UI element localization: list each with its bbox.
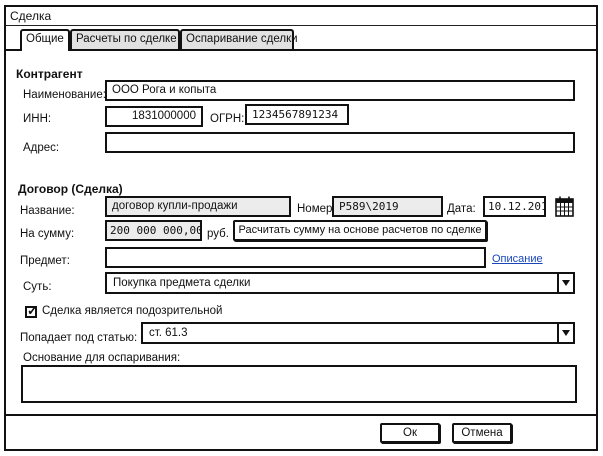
contract-number-field[interactable]: Р589\2019 bbox=[332, 196, 443, 217]
dispute-basis-textarea[interactable] bbox=[21, 365, 577, 403]
contract-sum-label: На сумму: bbox=[20, 228, 75, 240]
address-field[interactable] bbox=[105, 132, 575, 153]
contract-sum-field[interactable]: 200 000 000,00 bbox=[105, 220, 202, 241]
description-link[interactable]: Описание bbox=[492, 253, 543, 265]
contract-name-field[interactable]: договор купли-продажи bbox=[105, 196, 291, 217]
article-select[interactable]: ст. 61.3 bbox=[141, 322, 575, 344]
address-label: Адрес: bbox=[23, 142, 60, 154]
contract-essence-select[interactable]: Покупка предмета сделки bbox=[105, 272, 575, 294]
contract-date-field[interactable]: 10.12.2019 bbox=[483, 196, 546, 217]
calendar-icon[interactable] bbox=[555, 196, 574, 217]
suspicious-label: Сделка является подозрительной bbox=[42, 305, 223, 317]
title-divider bbox=[6, 25, 596, 26]
deal-dialog: Сделка Общие Расчеты по сделке Оспариван… bbox=[4, 5, 598, 451]
inn-label: ИНН: bbox=[23, 113, 52, 125]
article-label: Попадает под статью: bbox=[20, 332, 138, 344]
counterparty-name-field[interactable]: ООО Рога и копыта bbox=[105, 80, 575, 101]
contract-essence-label: Суть: bbox=[23, 281, 52, 293]
ogrn-field[interactable]: 1234567891234 bbox=[245, 104, 349, 125]
ogrn-label: ОГРН: bbox=[210, 113, 245, 125]
ok-button[interactable]: Ок bbox=[380, 423, 440, 443]
counterparty-name-label: Наименование: bbox=[23, 89, 106, 101]
contract-date-label: Дата: bbox=[447, 203, 476, 215]
tab-general[interactable]: Общие bbox=[20, 29, 70, 51]
contract-name-label: Название: bbox=[20, 205, 75, 217]
cancel-button[interactable]: Отмена bbox=[452, 423, 512, 443]
checkmark-icon: ✓ bbox=[27, 303, 38, 318]
window-title: Сделка bbox=[10, 9, 52, 23]
counterparty-section-title: Контрагент bbox=[16, 67, 83, 81]
footer-divider bbox=[6, 414, 596, 416]
currency-label: руб. bbox=[207, 228, 229, 240]
tab-deal-payments[interactable]: Расчеты по сделке bbox=[70, 29, 180, 49]
tab-strip-divider bbox=[6, 49, 596, 51]
inn-field[interactable]: 1831000000 bbox=[105, 106, 203, 127]
tab-deal-dispute[interactable]: Оспаривание сделки bbox=[180, 29, 298, 49]
contract-subject-label: Предмет: bbox=[20, 255, 70, 267]
contract-number-label: Номер: bbox=[297, 203, 336, 215]
contract-essence-value: Покупка предмета сделки bbox=[113, 277, 251, 289]
contract-section-title: Договор (Сделка) bbox=[18, 182, 123, 196]
contract-subject-field[interactable] bbox=[105, 247, 486, 268]
calculate-sum-button[interactable]: Расчитать сумму на основе расчетов по сд… bbox=[233, 220, 487, 241]
chevron-down-icon[interactable] bbox=[557, 324, 573, 342]
suspicious-checkbox[interactable]: ✓ bbox=[25, 303, 38, 318]
chevron-down-icon[interactable] bbox=[557, 274, 573, 292]
dispute-basis-label: Основание для оспаривания: bbox=[23, 352, 181, 364]
article-value: ст. 61.3 bbox=[149, 327, 188, 339]
